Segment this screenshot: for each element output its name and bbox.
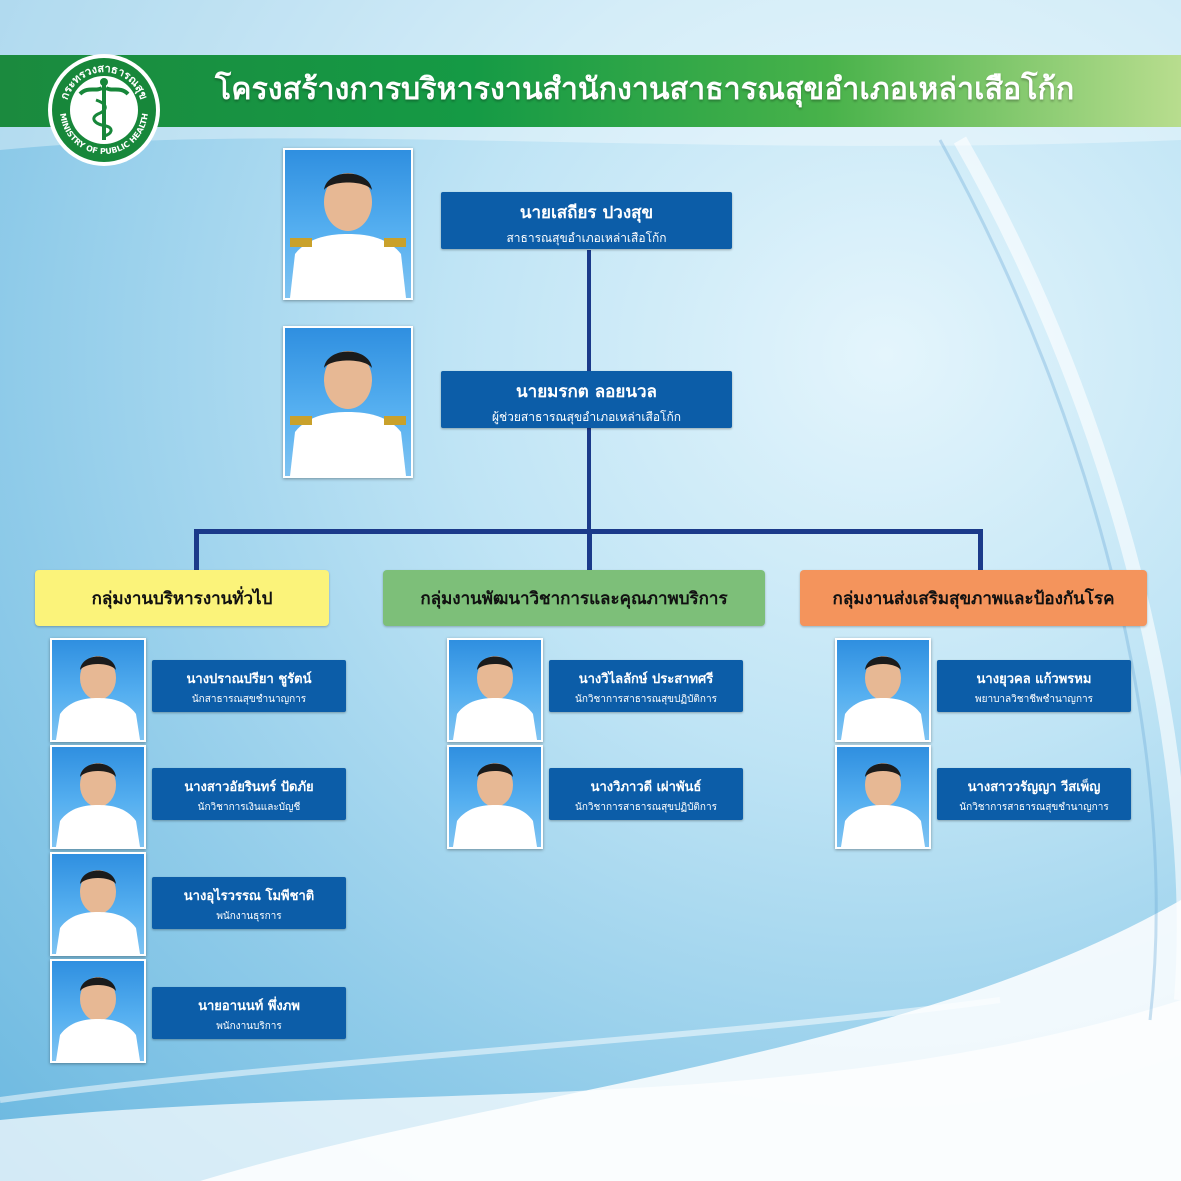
staff-photo bbox=[50, 638, 146, 742]
staff-box: นางอุไรวรรณ โมพีชาติ พนักงานธุรการ bbox=[152, 877, 346, 929]
staff-photo bbox=[835, 745, 931, 849]
staff-box: นางสาววรัญญา วีสเพ็ญ นักวิชาการสาธารณสุข… bbox=[937, 768, 1131, 820]
staff-role: นักวิชาการสาธารณสุขปฏิบัติการ bbox=[575, 802, 717, 813]
group-header-health-promotion: กลุ่มงานส่งเสริมสุขภาพและป้องกันโรค bbox=[800, 570, 1147, 626]
staff-name: นางวิภาวดี เผ่าพันธ์ bbox=[590, 780, 702, 795]
staff-name: นายอานนท์ พึ่งภพ bbox=[198, 999, 300, 1014]
connector-branch-middle bbox=[587, 529, 592, 571]
assistant-role: ผู้ช่วยสาธารณสุขอำเภอเหล่าเสือโก้ก bbox=[491, 410, 682, 424]
staff-box: นางยุวคล แก้วพรหม พยาบาลวิชาชีพชำนาญการ bbox=[937, 660, 1131, 712]
head-name: นายเสถียร ปวงสุข bbox=[519, 203, 654, 223]
staff-role: พนักงานธุรการ bbox=[216, 911, 282, 922]
staff-box: นางวิภาวดี เผ่าพันธ์ นักวิชาการสาธารณสุข… bbox=[549, 768, 743, 820]
ministry-of-public-health-logo: กระทรวงสาธารณสุข MINISTRY OF PUBLIC HEAL… bbox=[46, 52, 162, 168]
staff-name: นางปราณปรียา ชูรัตน์ bbox=[186, 672, 312, 687]
head-box: นายเสถียร ปวงสุข สาธารณสุขอำเภอเหล่าเสือ… bbox=[441, 192, 732, 249]
staff-role: นักวิชาการสาธารณสุขปฏิบัติการ bbox=[575, 694, 717, 705]
staff-name: นางอุไรวรรณ โมพีชาติ bbox=[183, 889, 315, 904]
page-title: โครงสร้างการบริหารงานสำนักงานสาธารณสุขอำ… bbox=[215, 72, 1075, 107]
connector-branch-right bbox=[978, 529, 983, 571]
staff-box: นางปราณปรียา ชูรัตน์ นักสาธารณสุขชำนาญกา… bbox=[152, 660, 346, 712]
group-header-general-admin: กลุ่มงานบริหารงานทั่วไป bbox=[35, 570, 329, 626]
staff-name: นางสาววรัญญา วีสเพ็ญ bbox=[967, 780, 1101, 795]
staff-role: นักวิชาการสาธารณสุขชำนาญการ bbox=[959, 802, 1109, 813]
header-banner bbox=[0, 55, 1181, 127]
staff-role: นักสาธารณสุขชำนาญการ bbox=[191, 694, 307, 705]
staff-box: นายอานนท์ พึ่งภพ พนักงานบริการ bbox=[152, 987, 346, 1039]
head-photo bbox=[283, 148, 413, 300]
staff-photo bbox=[50, 959, 146, 1063]
staff-name: นางยุวคล แก้วพรหม bbox=[976, 672, 1092, 687]
staff-role: พยาบาลวิชาชีพชำนาญการ bbox=[975, 694, 1093, 705]
staff-photo bbox=[50, 745, 146, 849]
assistant-box: นายมรกต ลอยนวล ผู้ช่วยสาธารณสุขอำเภอเหล่… bbox=[441, 371, 732, 428]
assistant-photo bbox=[283, 326, 413, 478]
staff-box: นางวิไลลักษ์ ประสาทศรี นักวิชาการสาธารณส… bbox=[549, 660, 743, 712]
staff-name: นางวิไลลักษ์ ประสาทศรี bbox=[578, 672, 714, 687]
staff-photo bbox=[447, 638, 543, 742]
assistant-name: นายมรกต ลอยนวล bbox=[516, 382, 657, 402]
staff-name: นางสาวอัยรินทร์ ปัดภัย bbox=[184, 780, 314, 795]
staff-photo bbox=[50, 852, 146, 956]
staff-photo bbox=[447, 745, 543, 849]
staff-role: นักวิชาการเงินและบัญชี bbox=[197, 802, 301, 813]
connector-branch-left bbox=[194, 529, 199, 571]
staff-role: พนักงานบริการ bbox=[216, 1021, 282, 1032]
group-header-academic-quality: กลุ่มงานพัฒนาวิชาการและคุณภาพบริการ bbox=[383, 570, 765, 626]
staff-box: นางสาวอัยรินทร์ ปัดภัย นักวิชาการเงินและ… bbox=[152, 768, 346, 820]
staff-photo bbox=[835, 638, 931, 742]
head-role: สาธารณสุขอำเภอเหล่าเสือโก้ก bbox=[506, 231, 667, 245]
